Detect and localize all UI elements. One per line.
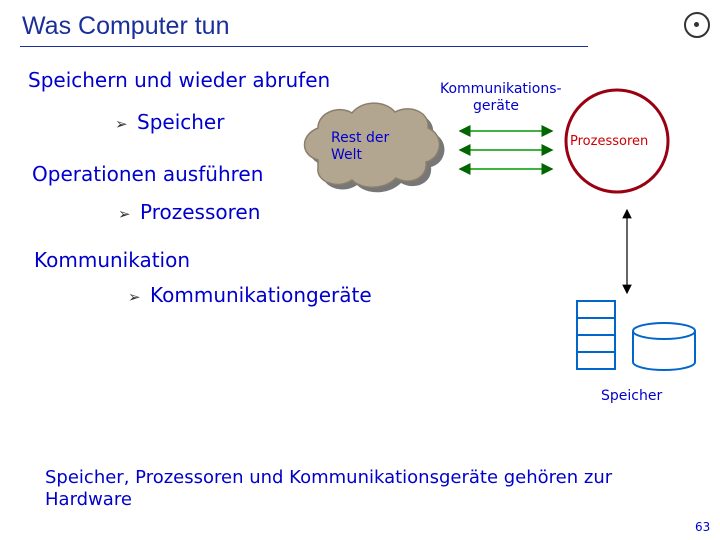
heading-compute: Operationen ausführen <box>32 162 264 186</box>
bullet-compute: ➢ Prozessoren <box>118 200 260 224</box>
title-divider <box>20 46 588 47</box>
memory-label: Speicher <box>601 388 663 404</box>
bullet-communicate-label: Kommunikationgeräte <box>150 283 372 307</box>
arrowhead-bullet-icon: ➢ <box>115 115 128 133</box>
heading-communicate: Kommunikation <box>34 248 191 272</box>
bullet-compute-label: Prozessoren <box>140 200 261 224</box>
footer-summary: Speicher, Prozessoren und Kommunikations… <box>45 467 613 510</box>
logo-dot <box>694 22 699 27</box>
processor-circle <box>564 88 670 194</box>
arrowhead-bullet-icon: ➢ <box>118 205 131 223</box>
bullet-store-label: Speicher <box>137 110 225 134</box>
bullet-store: ➢ Speicher <box>115 110 224 134</box>
heading-store: Speichern und wieder abrufen <box>28 68 331 92</box>
page-title: Was Computer tun <box>22 12 230 40</box>
cloud-label: Rest der Welt <box>331 130 390 163</box>
comm-devices-label: Kommunikations-geräte <box>440 81 562 114</box>
disk-cylinder-icon <box>632 322 696 371</box>
memory-stack-icon <box>576 300 616 370</box>
arrowhead-bullet-icon: ➢ <box>128 288 141 306</box>
page-number: 63 <box>695 520 711 534</box>
logo-icon <box>684 12 710 38</box>
cloud-rest-der-welt <box>303 102 445 193</box>
processor-label: Prozessoren <box>570 134 649 149</box>
bullet-communicate: ➢ Kommunikationgeräte <box>128 283 372 307</box>
